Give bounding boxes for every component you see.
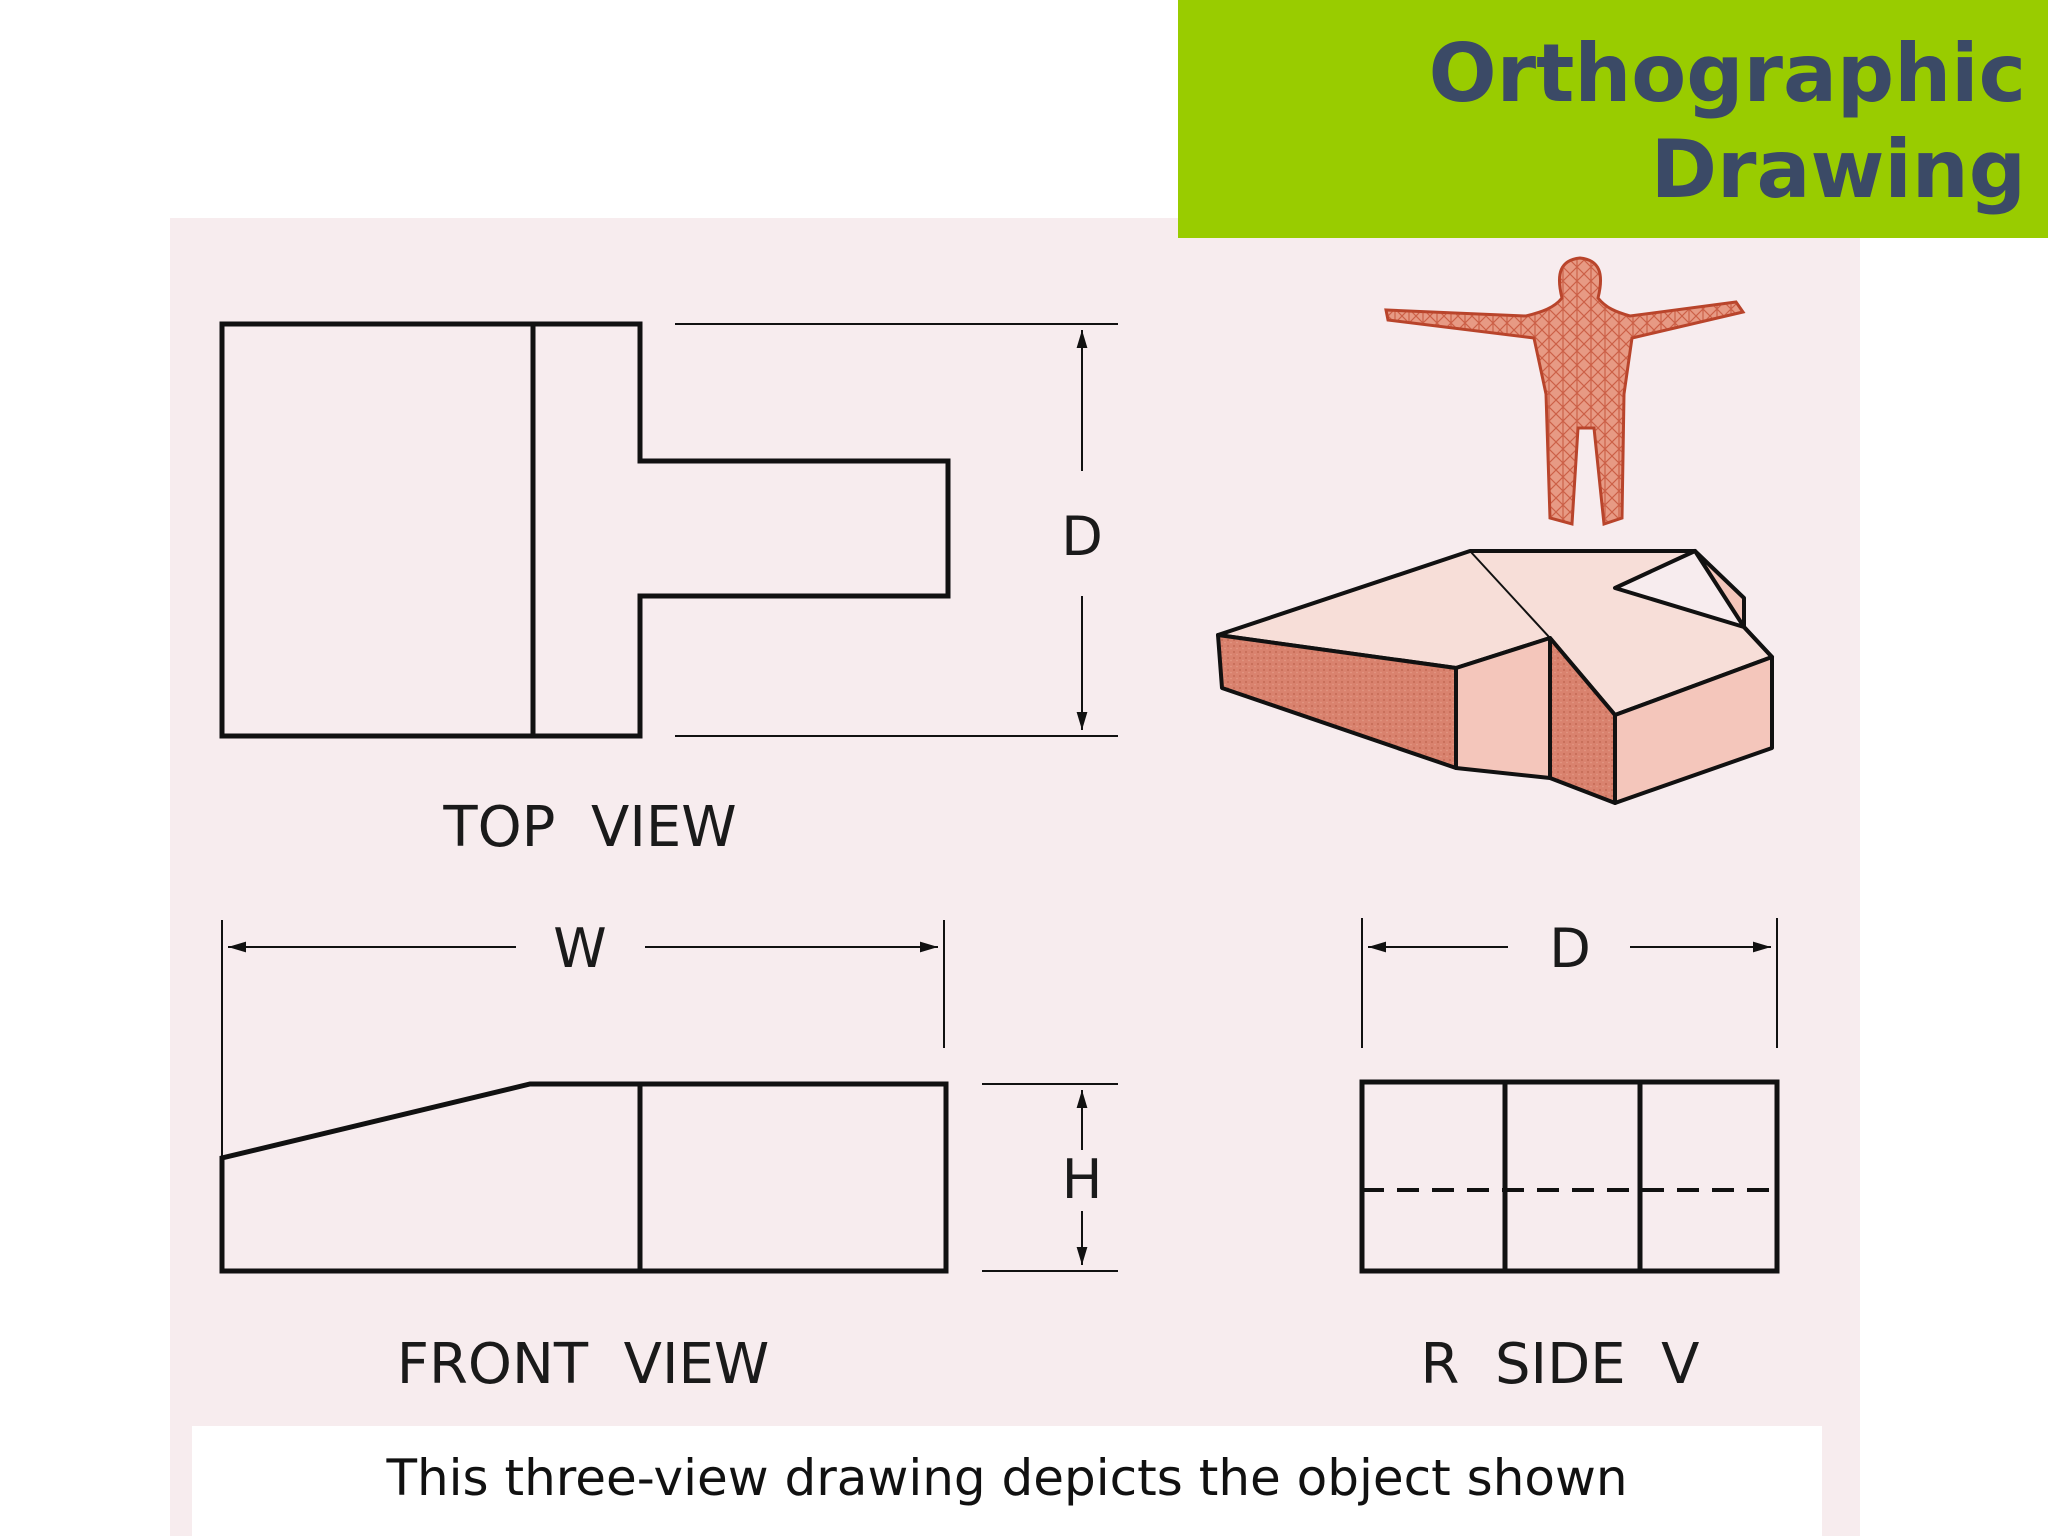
figure-caption: This three-view drawing depicts the obje… xyxy=(385,1449,1627,1507)
orthographic-figure: D TOP VIEW W H FRONT VIEW xyxy=(170,218,1860,1536)
slide-title: Orthographic Drawing xyxy=(1429,26,2026,218)
front-height-dimension xyxy=(982,1083,1118,1272)
side-view-label: R SIDE V xyxy=(1421,1332,1700,1397)
front-view xyxy=(219,1081,949,1274)
top-view xyxy=(219,321,951,739)
slide-title-line-2: Drawing xyxy=(1650,123,2026,216)
top-depth-label: D xyxy=(1061,505,1103,568)
person-figure xyxy=(1384,256,1746,527)
side-depth-dimension xyxy=(1361,918,1778,1048)
front-view-label: FRONT VIEW xyxy=(397,1332,769,1397)
top-view-depth-dimension xyxy=(675,323,1118,737)
width-label: W xyxy=(553,917,606,980)
right-side-view xyxy=(1359,1079,1780,1274)
side-depth-label: D xyxy=(1549,917,1591,980)
height-label: H xyxy=(1062,1148,1103,1211)
isometric-object xyxy=(1216,549,1774,805)
figure-drawing: D TOP VIEW W H FRONT VIEW xyxy=(192,256,1822,1536)
slide-title-line-1: Orthographic xyxy=(1428,27,2026,120)
front-width-dimension xyxy=(221,920,945,1158)
caption-panel xyxy=(192,1426,1822,1536)
title-banner: Orthographic Drawing xyxy=(1178,0,2048,238)
top-view-label: TOP VIEW xyxy=(442,795,736,860)
